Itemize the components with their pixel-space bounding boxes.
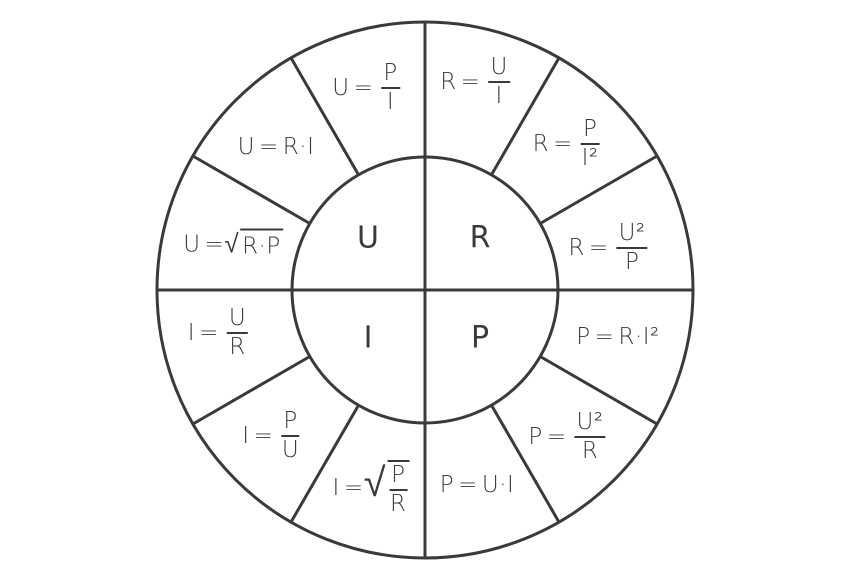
divider — [192, 355, 311, 426]
divider — [289, 57, 360, 176]
formula-U-sqrt-R-P: U= √R·P — [183, 228, 283, 260]
divider — [289, 404, 360, 523]
divider — [539, 355, 658, 426]
sqrt-icon: √ — [363, 460, 387, 506]
divider — [539, 154, 658, 225]
formula-P-U-times-I: P=U·I — [439, 472, 515, 498]
divider — [192, 154, 311, 225]
divider — [490, 57, 561, 176]
center-label-R: R — [469, 220, 491, 256]
center-label-U: U — [357, 220, 379, 256]
divider — [490, 404, 561, 523]
formula-U-R-times-I: U=R·I — [237, 134, 315, 160]
sqrt-icon: √ — [224, 229, 240, 260]
center-label-I: I — [363, 320, 373, 356]
center-label-P: P — [470, 320, 490, 356]
formula-P-R-times-I2: P=R·I² — [576, 324, 660, 350]
